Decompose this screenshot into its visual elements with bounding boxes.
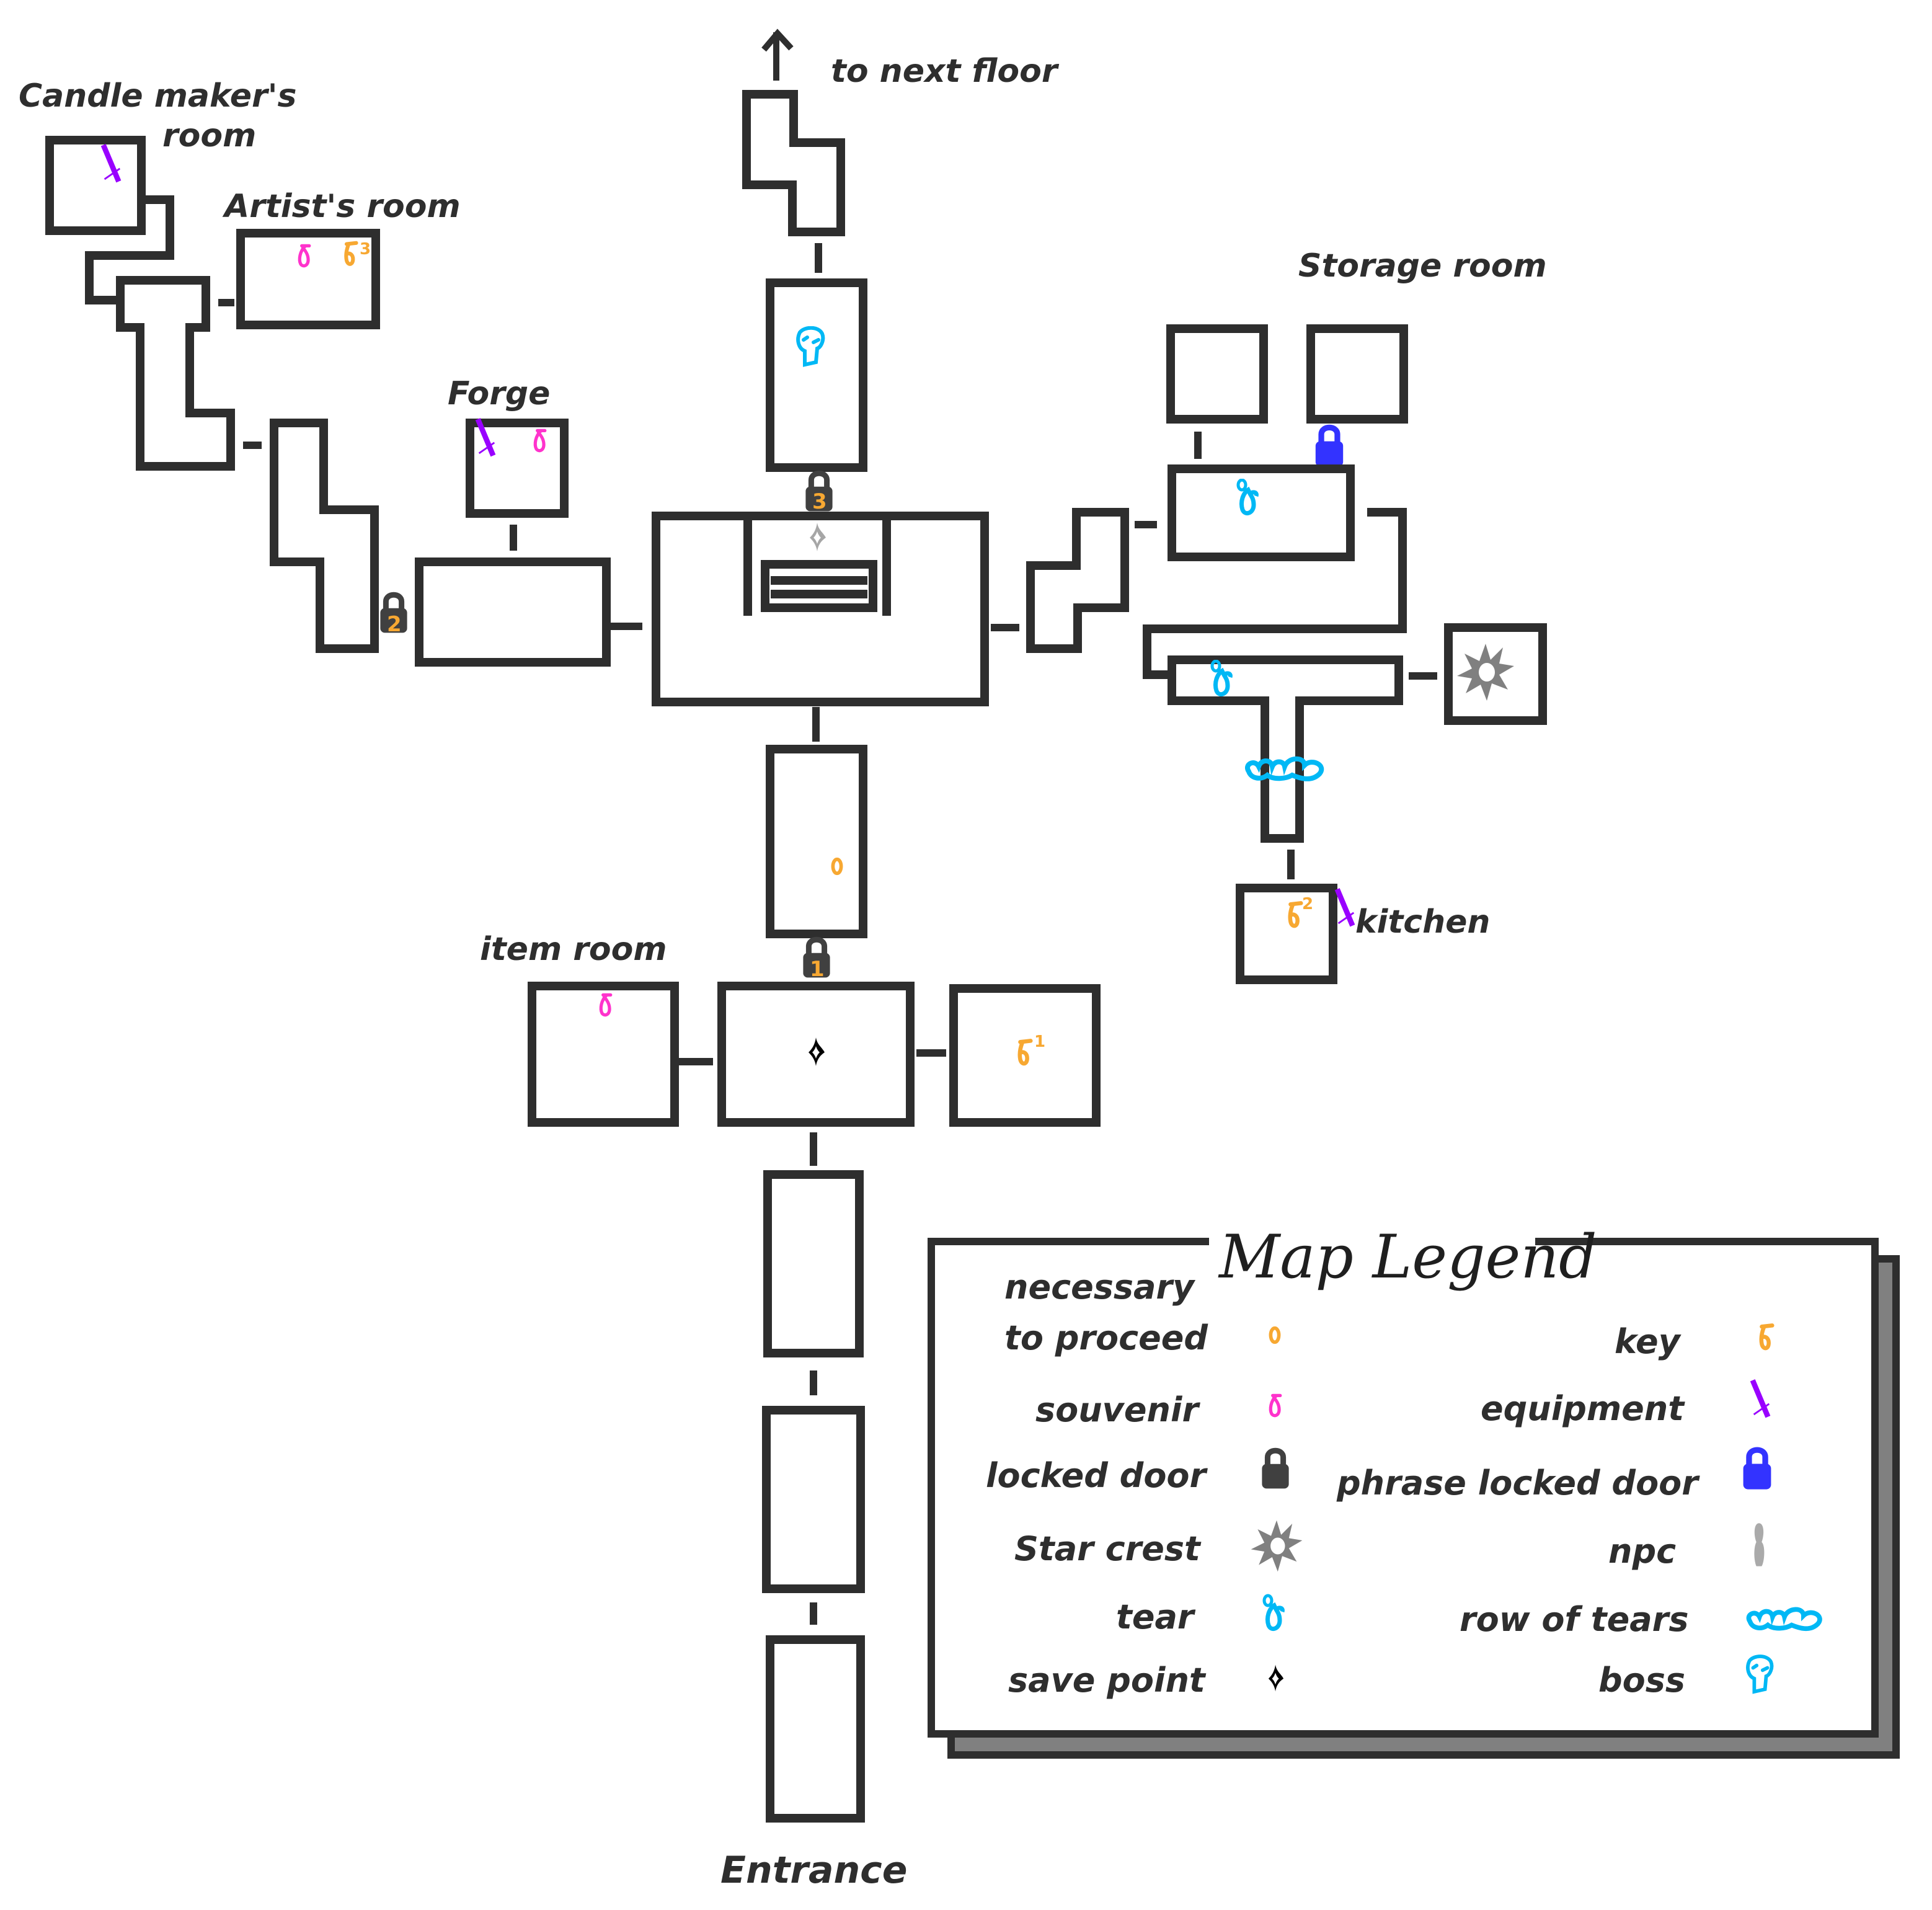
legend-label-tear: tear (1116, 1597, 1196, 1637)
room-storage (1168, 464, 1355, 561)
legend-label-equipment: equipment (1481, 1389, 1685, 1428)
room-boss (766, 278, 867, 472)
label-kitchen: kitchen (1355, 904, 1490, 941)
legend-label-souvenir: souvenir (1035, 1390, 1200, 1429)
lock-number: 3 (812, 489, 827, 514)
room-item (528, 982, 679, 1127)
corridor-z-left (270, 419, 379, 653)
npc-save-point-icon (810, 523, 826, 551)
legend-title: Map Legend (1218, 1222, 1597, 1292)
save-point-icon (809, 1037, 825, 1066)
legend-label-necessary-1: necessary (1004, 1268, 1196, 1307)
label-forge: Forge (448, 375, 550, 412)
phrase-lock-icon (1316, 427, 1343, 466)
corridor-right-z (1026, 508, 1129, 653)
corridor-candle-connector (85, 195, 174, 304)
legend-label-boss: boss (1598, 1661, 1685, 1700)
lock-2: 2 (380, 595, 407, 637)
key-icon (1290, 903, 1301, 926)
room-entrance-1 (766, 1635, 865, 1823)
boss-icon (798, 328, 823, 365)
key-icon (1020, 1041, 1031, 1064)
room-forge (466, 419, 569, 518)
label-storage-room: Storage room (1298, 247, 1547, 285)
corridor-l-shaped (116, 276, 235, 471)
room-north-of-save (766, 745, 867, 938)
label-item-room: item room (480, 931, 667, 968)
equipment-icon (104, 145, 120, 182)
legend-label-necessary-2: to proceed (1004, 1318, 1208, 1357)
label-artists-room: Artist's room (222, 188, 461, 225)
room-kitchen (1236, 884, 1337, 984)
lock-number: 2 (387, 612, 402, 637)
room-entrance-3 (763, 1170, 864, 1357)
room-candle-makers (45, 136, 146, 235)
label-candle-makers-line2: room (162, 117, 256, 154)
label-entrance: Entrance (720, 1849, 907, 1892)
legend-label-star-crest: Star crest (1014, 1529, 1202, 1568)
key-icon (346, 243, 356, 264)
room-forge-hall (415, 557, 611, 667)
room-central-hall (652, 512, 989, 706)
souvenir-icon (299, 246, 309, 265)
lock-1: 1 (803, 939, 830, 982)
room-key-1 (949, 984, 1101, 1127)
legend-label-save-point: save point (1008, 1661, 1207, 1700)
corridor-u-right (1143, 508, 1407, 679)
legend-label-locked-door: locked door (986, 1456, 1208, 1495)
souvenir-icon (535, 430, 545, 450)
legend-border (928, 1238, 1879, 1738)
room-storage-left (1166, 324, 1268, 424)
necessary-icon (833, 859, 841, 874)
legend-label-row-of-tears: row of tears (1460, 1600, 1688, 1639)
label-to-next-floor: to next floor (831, 53, 1060, 90)
corridor-t (1168, 655, 1403, 843)
map-legend: Map Legend necessary to proceed souvenir… (928, 1222, 1900, 1759)
room-star-crest (1444, 623, 1547, 725)
key-number-2: 2 (1302, 895, 1313, 913)
legend-label-phrase-locked-door: phrase locked door (1336, 1464, 1700, 1503)
key-number-1: 1 (1034, 1033, 1045, 1051)
lock-number: 1 (810, 957, 825, 982)
star-crest-icon (1457, 644, 1514, 701)
legend-panel (931, 1242, 1875, 1734)
room-storage-right (1306, 324, 1408, 424)
key-number-3: 3 (360, 240, 371, 259)
tear-icon (1212, 661, 1230, 695)
legend-label-npc: npc (1608, 1532, 1676, 1571)
row-of-tears-icon (1247, 759, 1321, 779)
lock-3: 3 (805, 473, 832, 514)
room-save (717, 982, 915, 1127)
equipment-icon (1337, 889, 1354, 926)
arrow-up-icon (761, 29, 794, 81)
npc-icon (1754, 1523, 1765, 1566)
room-artists (236, 229, 380, 329)
souvenir-icon (601, 995, 611, 1015)
label-candle-makers-line1: Candle maker's (19, 78, 296, 115)
room-entrance-2 (762, 1406, 865, 1593)
corridor-to-next-floor (742, 90, 845, 236)
legend-label-key: key (1615, 1322, 1682, 1361)
tear-icon (1238, 480, 1256, 513)
